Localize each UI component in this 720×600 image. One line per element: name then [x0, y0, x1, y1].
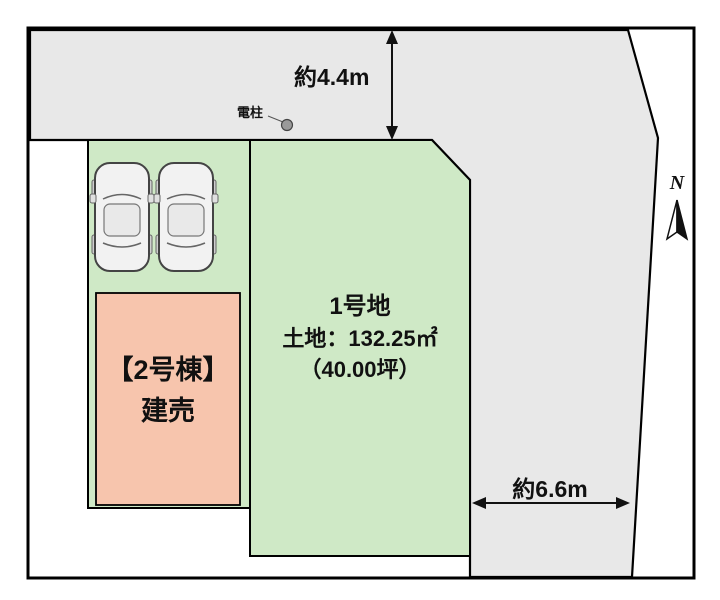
building-2-label-block: 【2号棟】 建売 — [96, 350, 240, 432]
parcel-1-name: 1号地 — [329, 293, 391, 320]
dimension-arrow-horizontal — [472, 497, 630, 509]
road-right-width-label: 約6.6m — [512, 476, 588, 502]
parcel-1-label-block: 1号地 土地：132.25㎡ （40.00坪） — [252, 291, 468, 385]
parcel-1-land-area: 土地：132.25㎡ — [282, 326, 438, 351]
utility-pole-leader-line — [267, 115, 284, 123]
parcel-1-land-area-tsubo: （40.00坪） — [299, 357, 421, 382]
parked-car-icon — [89, 162, 155, 272]
utility-pole-label: 電柱 — [237, 105, 264, 120]
north-label: N — [669, 172, 685, 194]
building-2-subtitle: 建売 — [141, 396, 195, 426]
utility-pole-icon — [280, 118, 294, 132]
parked-car-icon — [153, 162, 219, 272]
building-2-footprint — [95, 292, 241, 506]
north-arrow-icon — [665, 199, 689, 241]
parcel-1-area — [249, 139, 471, 557]
road-top-width-label: 約4.4m — [294, 64, 370, 90]
dimension-arrow-vertical — [386, 30, 398, 140]
building-2-title: 【2号棟】 — [106, 355, 230, 385]
